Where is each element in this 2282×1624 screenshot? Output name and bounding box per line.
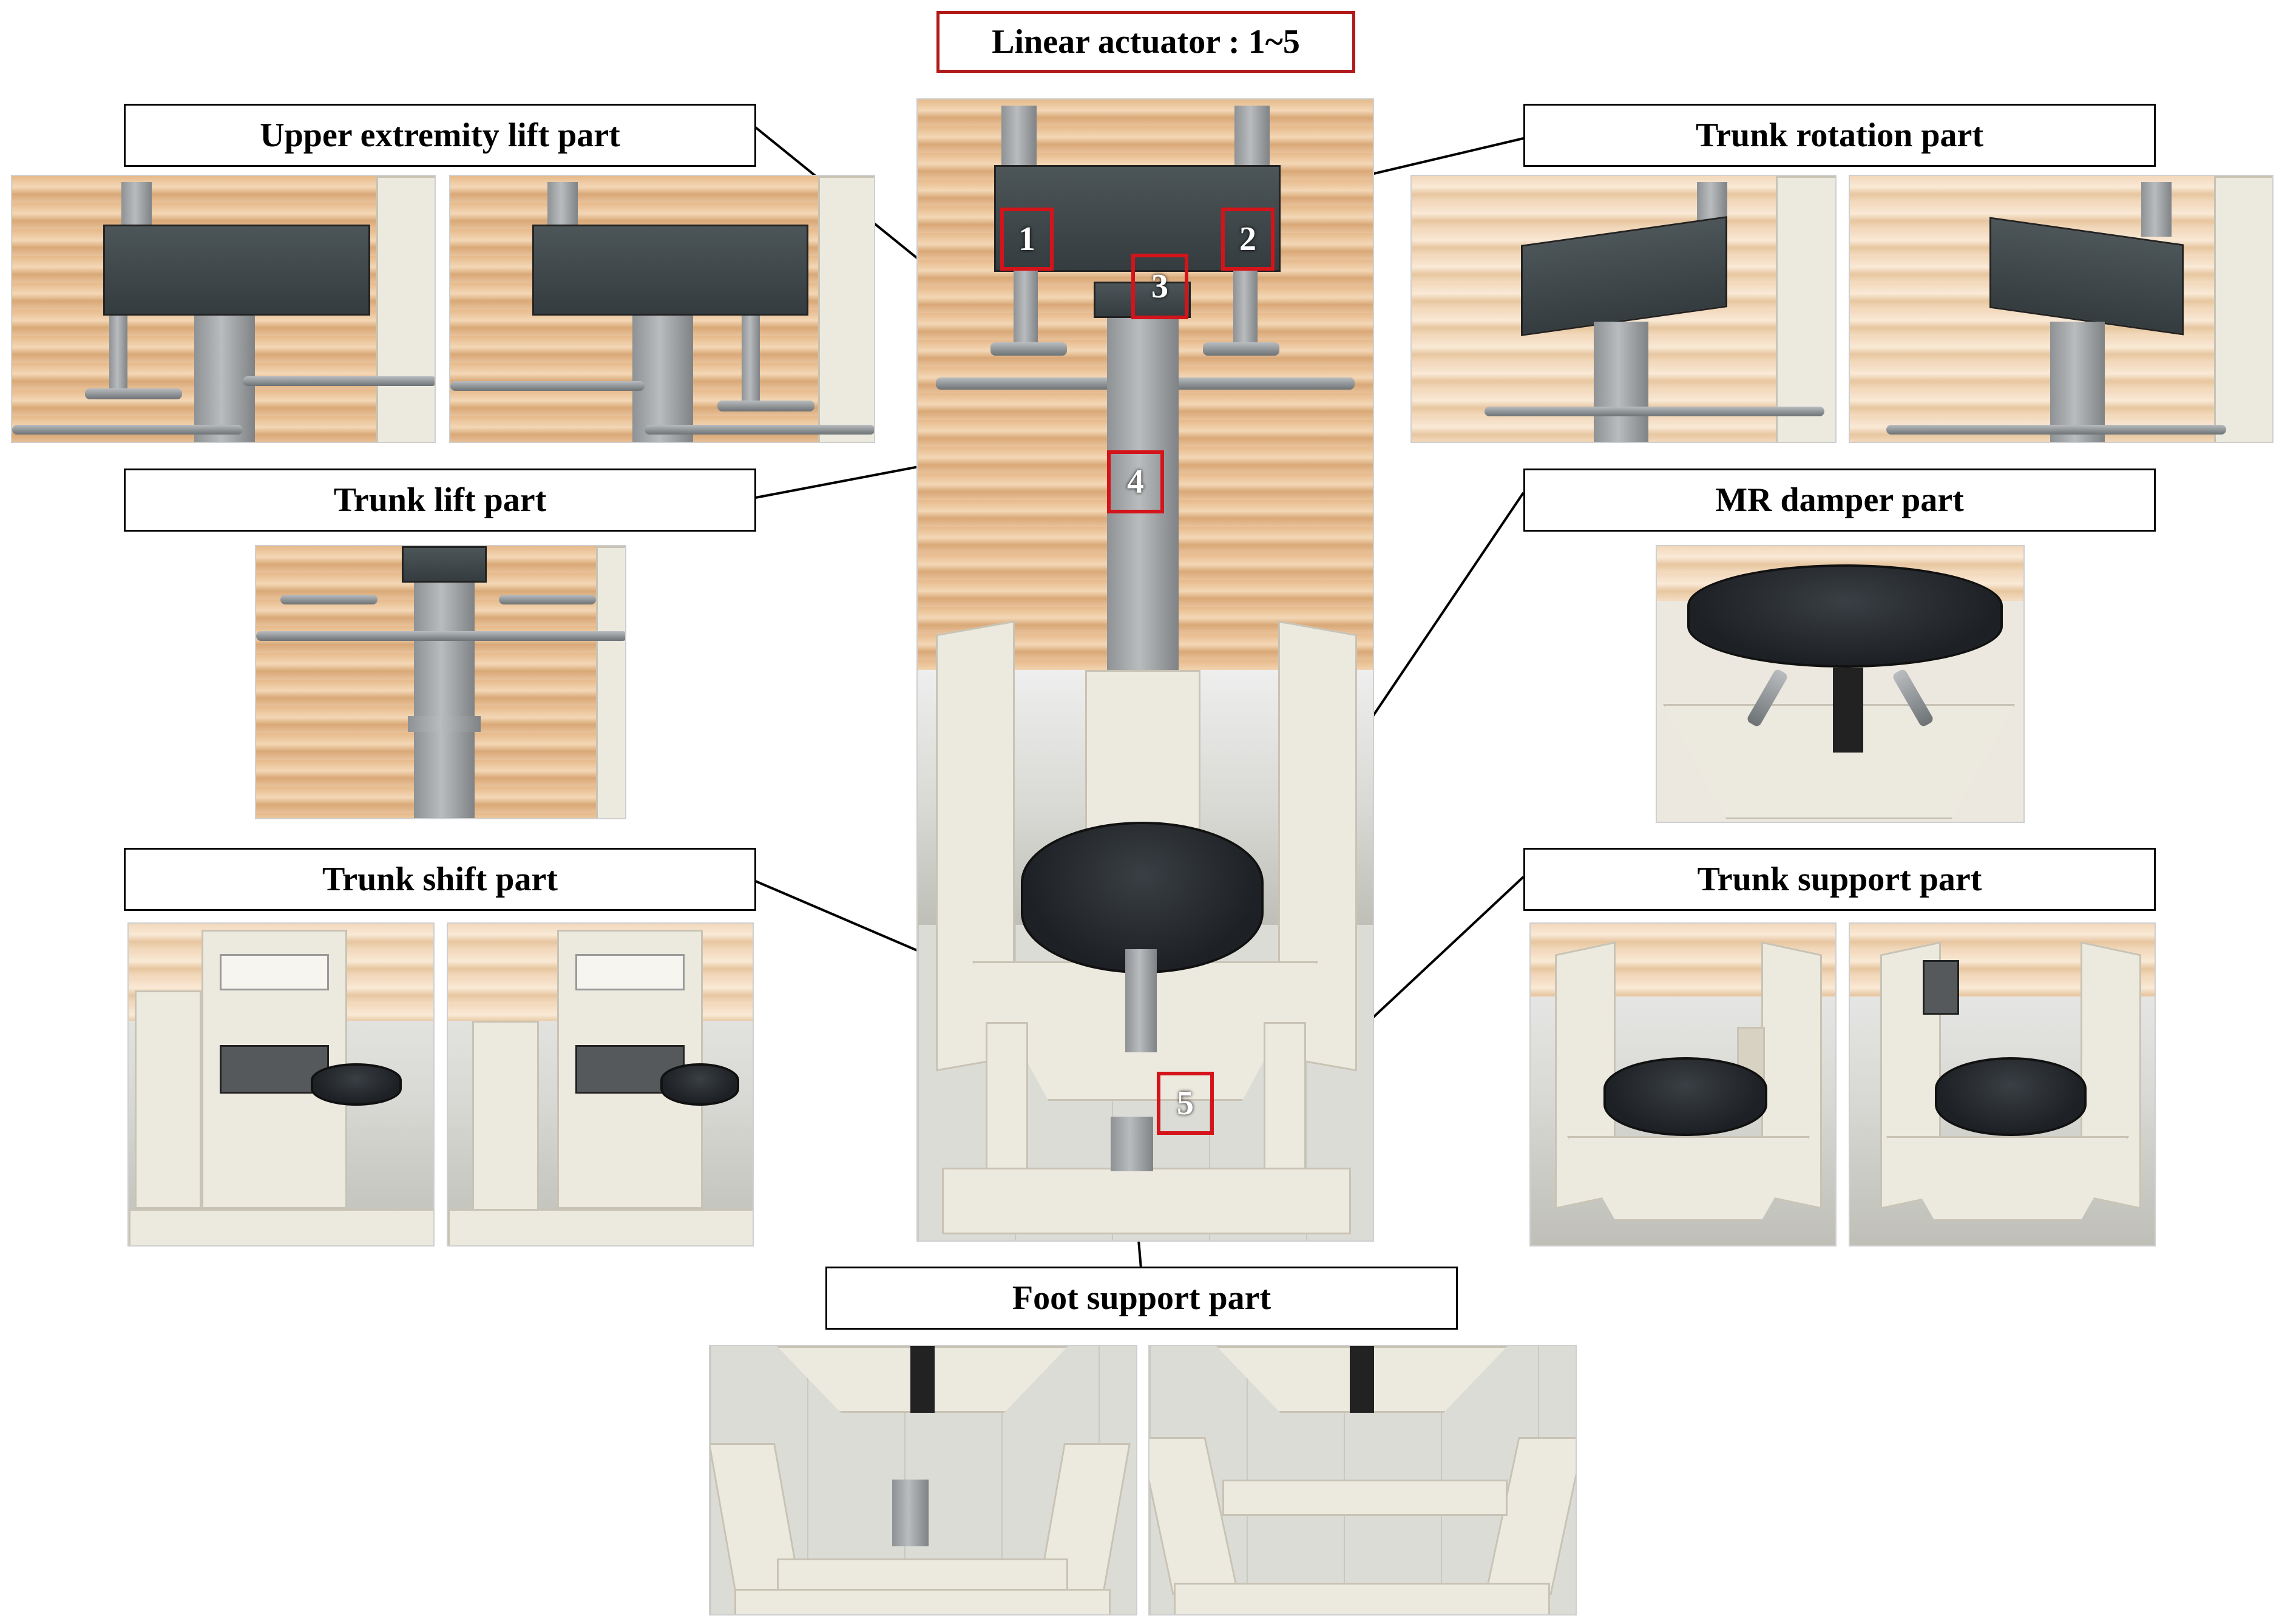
trunk-shift-label: Trunk shift part <box>124 848 756 911</box>
arm-bar <box>12 425 243 435</box>
linear-actuator-title: Linear actuator : 1~5 <box>936 11 1355 73</box>
damper-cylinder <box>1350 1346 1374 1413</box>
black-seat <box>1687 564 2003 668</box>
foot-frame-right <box>1264 1022 1306 1192</box>
rotated-panel <box>1521 216 1727 336</box>
handle-bar-right <box>499 595 596 604</box>
foot-actuator <box>892 1480 929 1546</box>
handle-bar-left <box>280 595 378 604</box>
upper-extremity-photo-1 <box>11 175 436 443</box>
trunk-support-photo-1 <box>1529 922 1837 1247</box>
lift-clamp <box>408 716 481 732</box>
mr-damper-cylinder <box>1125 949 1157 1052</box>
handle-bar-left <box>990 342 1067 356</box>
foot-support-label: Foot support part <box>825 1267 1458 1330</box>
base-platform <box>942 1168 1351 1234</box>
foot-frame-left <box>986 1022 1028 1192</box>
black-seat <box>1603 1057 1767 1136</box>
rear-panel <box>472 1021 539 1221</box>
trunk-lift-label: Trunk lift part <box>124 469 756 532</box>
shift-slot-top <box>220 954 329 990</box>
mr-damper-cylinder <box>1833 668 1863 753</box>
trunk-support-label: Trunk support part <box>1523 848 2156 911</box>
upper-extremity-photo-2 <box>449 175 875 443</box>
actuator-rod <box>742 316 760 401</box>
upper-panel <box>532 225 808 316</box>
trunk-shift-photo-1 <box>127 922 435 1247</box>
window-frame <box>2214 176 2272 442</box>
handle-bar <box>717 401 814 411</box>
actuator-rod-right <box>1233 269 1258 354</box>
support-pad <box>1923 960 1959 1015</box>
mr-damper-label: MR damper part <box>1523 469 2156 532</box>
actuator-marker-3: 3 <box>1131 254 1188 319</box>
damper-cylinder <box>910 1346 935 1413</box>
foot-plate-raised <box>1222 1480 1508 1516</box>
actuator-marker-2: 2 <box>1221 208 1275 271</box>
column-head <box>402 546 487 583</box>
trunk-rotation-photo-2 <box>1849 175 2274 443</box>
trunk-shift-photo-2 <box>447 922 754 1247</box>
handle-bar <box>85 388 182 399</box>
rear-panel <box>135 990 201 1209</box>
trunk-rotation-photo-1 <box>1410 175 1837 443</box>
black-seat <box>1935 1057 2087 1136</box>
base-plate <box>734 1589 1111 1614</box>
window-frame <box>818 176 874 442</box>
arm-bar <box>256 631 625 641</box>
foot-frame-left <box>1149 1437 1239 1595</box>
arm-bar <box>450 381 645 391</box>
upper-panel <box>103 225 370 316</box>
mr-damper-photo <box>1656 545 2025 823</box>
actuator-marker-4: 4 <box>1107 450 1164 513</box>
foot-support-photo-2 <box>1148 1345 1577 1616</box>
foot-frame-right <box>1485 1437 1576 1595</box>
window-frame <box>376 176 435 442</box>
lift-column <box>632 316 693 442</box>
arm-bar-right <box>243 376 435 386</box>
base-plate <box>1174 1583 1550 1614</box>
trunk-support-photo-2 <box>1849 922 2156 1247</box>
handle-bar-right <box>1203 342 1279 356</box>
shift-slot-top <box>575 954 685 990</box>
shift-slot-bottom <box>575 1045 685 1094</box>
actuator-marker-5: 5 <box>1157 1072 1214 1135</box>
actuator-marker-1: 1 <box>1000 208 1054 271</box>
arm-bar <box>1886 425 2226 435</box>
lift-column <box>2050 322 2105 442</box>
upper-extremity-lift-label: Upper extremity lift part <box>124 104 756 167</box>
black-seat <box>311 1063 402 1106</box>
lift-column <box>414 546 475 818</box>
arm-bar <box>1485 407 1824 416</box>
black-seat <box>1021 822 1264 973</box>
base-plate <box>448 1209 753 1245</box>
trunk-rotation-label: Trunk rotation part <box>1523 104 2156 167</box>
window-frame <box>596 546 625 818</box>
arm-bar-right <box>645 425 874 435</box>
seat-platform <box>1567 1136 1810 1221</box>
trunk-lift-photo <box>255 545 626 819</box>
actuator-rod-left <box>1014 269 1038 354</box>
foot-support-photo-1 <box>709 1345 1137 1616</box>
actuator-rod <box>109 316 127 388</box>
panel-post <box>2141 182 2172 237</box>
window-frame <box>1776 176 1835 442</box>
base-plate <box>129 1209 433 1245</box>
seat-platform <box>1886 1136 2129 1221</box>
damper-platform <box>1663 704 2015 819</box>
main-device-photo: 1 2 3 4 5 <box>916 98 1374 1242</box>
black-seat <box>660 1063 739 1106</box>
foot-actuator <box>1111 1117 1153 1171</box>
lift-column <box>1594 322 1648 442</box>
